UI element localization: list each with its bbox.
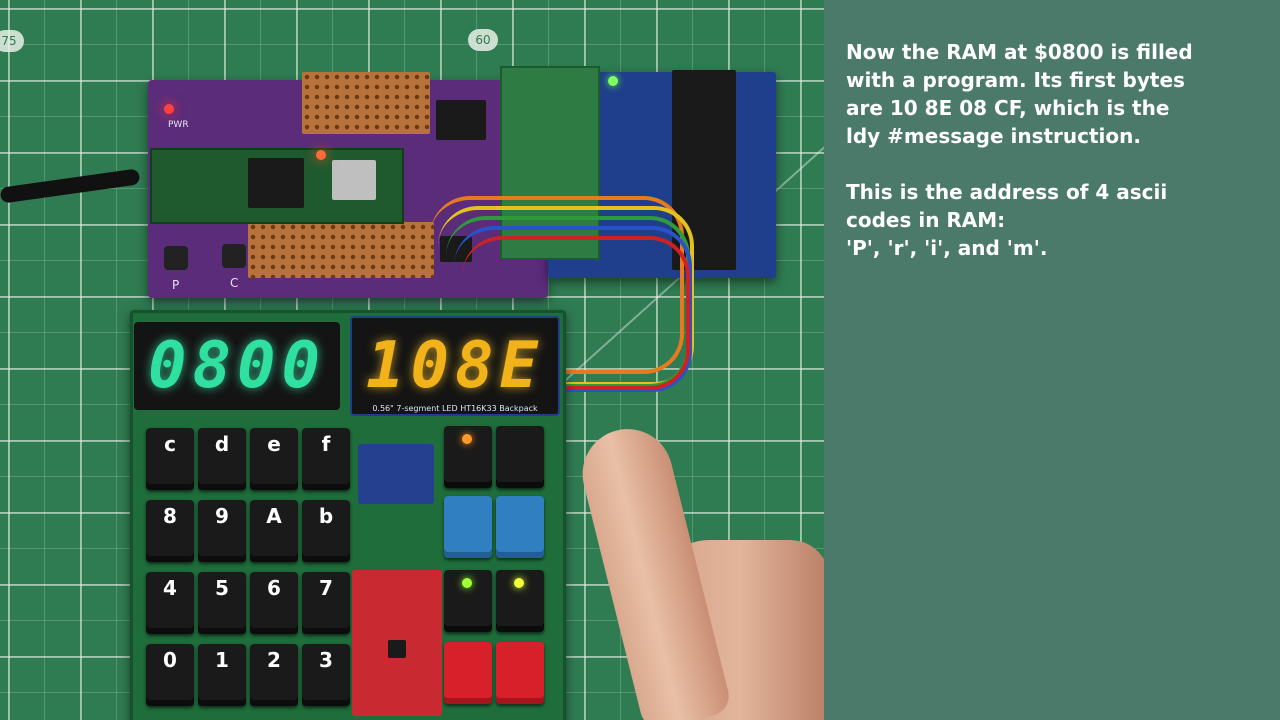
paragraph-gap (846, 150, 1256, 178)
caption-line: are 10 8E 08 CF, which is the (846, 96, 1170, 120)
breakout-chip (388, 640, 406, 658)
hex-key-6: 6 (250, 572, 298, 634)
pwr-label: PWR (168, 120, 189, 130)
hex-key-9: 9 (198, 500, 246, 562)
hex-key-5: 5 (198, 572, 246, 634)
button-p-label: P (172, 278, 180, 292)
breakout-board (358, 444, 434, 504)
hex-key-f: f (302, 428, 350, 490)
red-function-key-right (496, 642, 544, 704)
sd-card-slot (332, 160, 376, 200)
protoboard-bottom (248, 222, 434, 278)
hex-key-0: 0 (146, 644, 194, 706)
hex-key-d: d (198, 428, 246, 490)
blue-function-key-left (444, 496, 492, 558)
red-wire (462, 236, 690, 390)
reset-button-p (164, 246, 188, 270)
protoboard-top (302, 72, 430, 134)
microcontroller-board (150, 148, 404, 224)
caption-line: ldy #message instruction. (846, 124, 1141, 148)
function-key-led-yellow (496, 570, 544, 632)
caption-panel: Now the RAM at $0800 is filled with a pr… (846, 38, 1256, 262)
button-c-label: C (230, 276, 239, 290)
display-caption: 0.56" 7-segment LED HT16K33 Backpack (372, 404, 538, 413)
ruler-mark: 60 (468, 29, 498, 51)
function-key-led-green (444, 570, 492, 632)
reset-button-c (222, 244, 246, 268)
caption-line: 'P', 'r', 'i', and 'm'. (846, 236, 1048, 260)
photo: 75 60 PWR P C 0800 108E 0.56" 7-segment … (0, 0, 824, 720)
blue-function-key-right (496, 496, 544, 558)
ruler-mark: 75 (0, 30, 24, 52)
power-led (164, 104, 174, 114)
key-led (462, 434, 472, 444)
hex-key-a: A (250, 500, 298, 562)
hex-key-2: 2 (250, 644, 298, 706)
hex-key-e: e (250, 428, 298, 490)
hex-key-8: 8 (146, 500, 194, 562)
caption-line: codes in RAM: (846, 208, 1006, 232)
function-key-led-orange (444, 426, 492, 488)
mcu-chip (248, 158, 304, 208)
hex-key-b: b (302, 500, 350, 562)
board-led (608, 76, 618, 86)
function-key-top-right (496, 426, 544, 488)
usb-cable (0, 168, 141, 204)
hex-key-7: 7 (302, 572, 350, 634)
caption-line: Now the RAM at $0800 is filled (846, 40, 1193, 64)
key-led (514, 578, 524, 588)
key-led (462, 578, 472, 588)
blue-wire (454, 226, 692, 392)
data-display: 108E (350, 316, 560, 416)
hex-key-4: 4 (146, 572, 194, 634)
caption-line: with a program. Its first bytes (846, 68, 1185, 92)
sparkfun-breakout-board (352, 570, 442, 716)
address-display: 0800 (134, 322, 340, 410)
ic-chip (436, 100, 486, 140)
caption-line: This is the address of 4 ascii (846, 180, 1168, 204)
hex-key-3: 3 (302, 644, 350, 706)
hex-key-1: 1 (198, 644, 246, 706)
hex-key-c: c (146, 428, 194, 490)
status-led (316, 150, 326, 160)
red-function-key-left (444, 642, 492, 704)
